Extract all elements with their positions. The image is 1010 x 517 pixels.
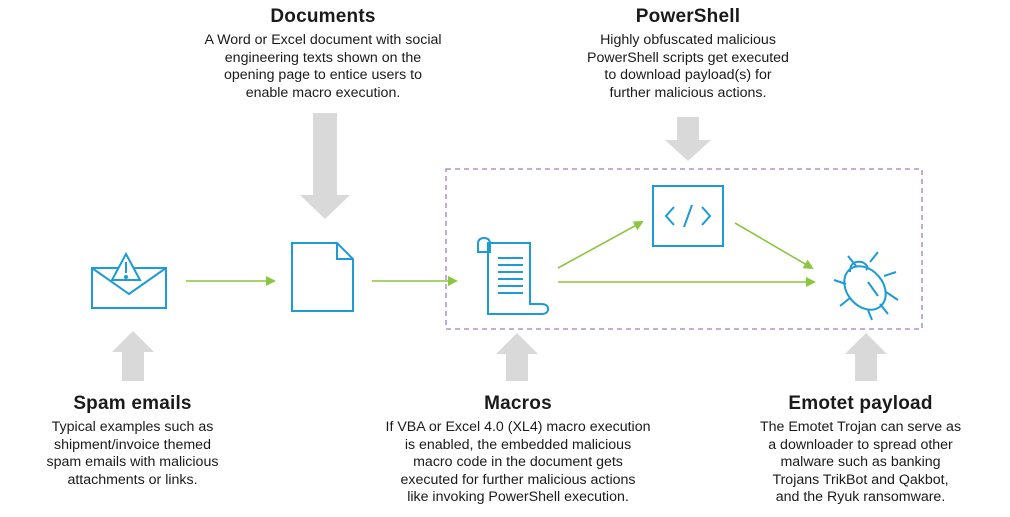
spam-emails-description: Typical examples such as shipment/invoic… bbox=[46, 419, 219, 488]
powershell-title: PowerShell bbox=[635, 6, 741, 27]
macros-callout: Macros If VBA or Excel 4.0 (XL4) macro e… bbox=[338, 393, 698, 507]
emotet-payload-up-arrow bbox=[845, 333, 887, 381]
documents-callout: Documents A Word or Excel document with … bbox=[148, 6, 498, 102]
powershell-description: Highly obfuscated malicious PowerShell s… bbox=[587, 32, 789, 101]
documents-title: Documents bbox=[270, 6, 376, 27]
document-icon bbox=[291, 242, 354, 312]
macros-up-arrow bbox=[496, 333, 538, 381]
powershell-callout: PowerShell Highly obfuscated malicious P… bbox=[538, 6, 838, 102]
documents-description: A Word or Excel document with social eng… bbox=[204, 32, 442, 101]
emotet-payload-title: Emotet payload bbox=[788, 393, 933, 414]
macros-description: If VBA or Excel 4.0 (XL4) macro executio… bbox=[385, 419, 651, 505]
documents-down-arrow bbox=[300, 113, 350, 219]
spam-emails-title: Spam emails bbox=[73, 393, 192, 414]
flow-arrow-script-to-payload bbox=[734, 222, 814, 270]
macros-title: Macros bbox=[484, 393, 552, 414]
powershell-down-arrow bbox=[665, 117, 711, 161]
flow-arrow-macro-to-script bbox=[557, 221, 644, 269]
bug-icon bbox=[833, 251, 899, 321]
email-warning-icon bbox=[91, 251, 167, 309]
execution-chain-box bbox=[445, 168, 923, 330]
emotet-payload-description: The Emotet Trojan can serve as a downloa… bbox=[759, 419, 962, 505]
scroll-icon bbox=[477, 236, 550, 315]
code-icon bbox=[652, 185, 724, 247]
emotet-payload-callout: Emotet payload The Emotet Trojan can ser… bbox=[718, 393, 1003, 507]
spam-emails-callout: Spam emails Typical examples such as shi… bbox=[10, 393, 255, 489]
spam-emails-up-arrow bbox=[112, 331, 154, 381]
